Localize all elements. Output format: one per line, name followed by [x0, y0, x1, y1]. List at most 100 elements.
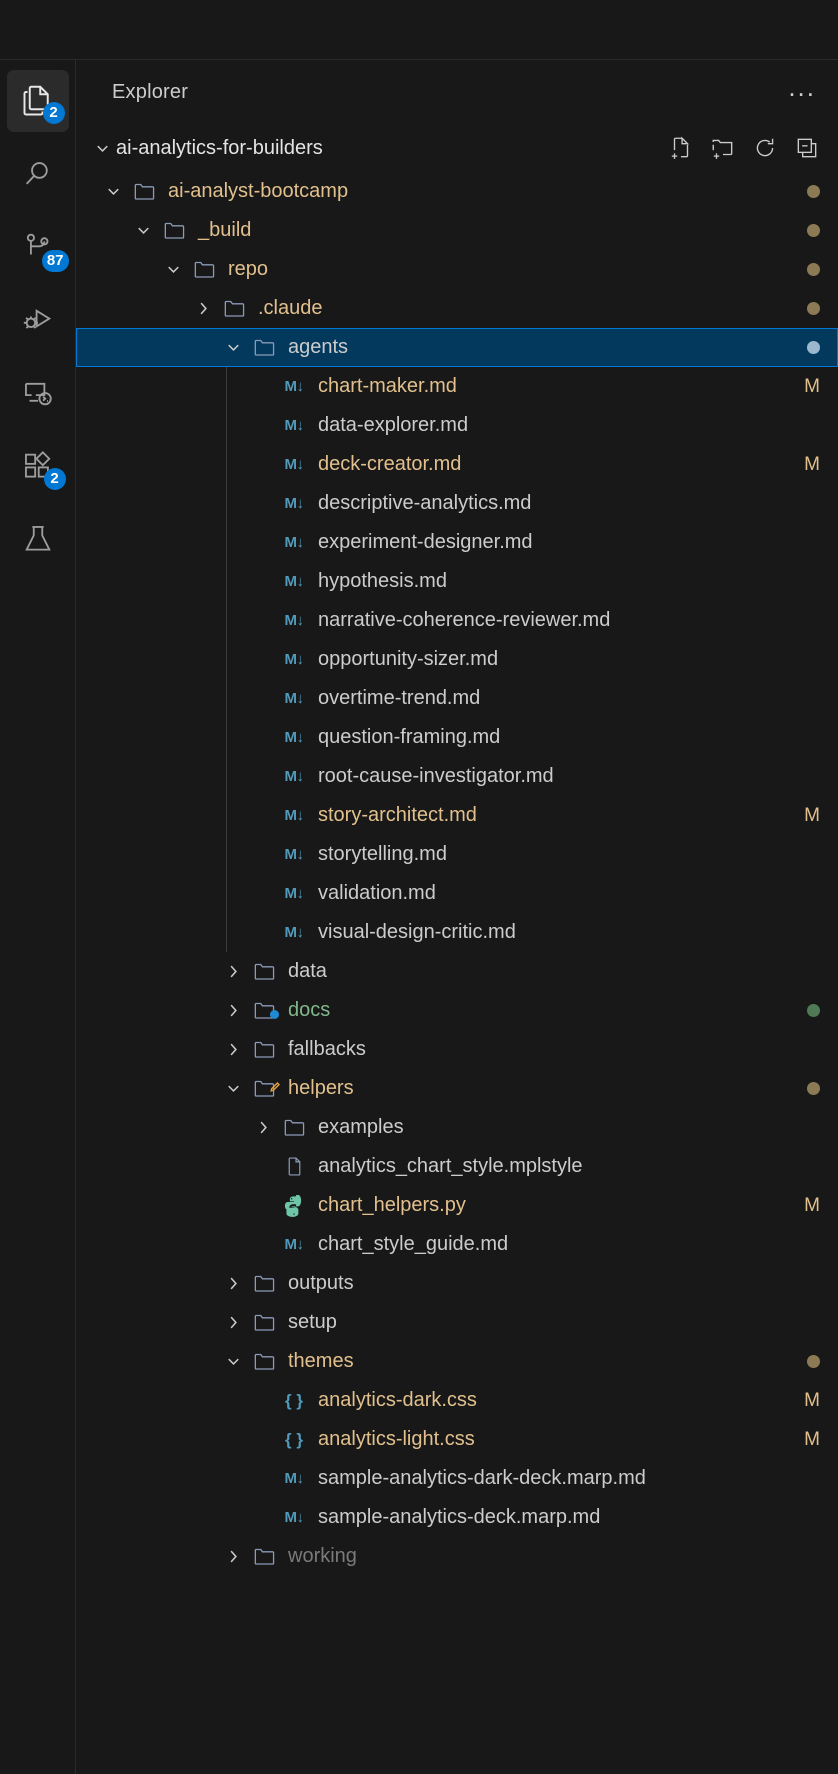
chevron-down-icon[interactable]: [158, 260, 188, 279]
new-folder-icon[interactable]: [710, 135, 736, 161]
sidebar-more-actions-button[interactable]: ...: [788, 72, 816, 102]
sidebar-header: Explorer ...: [76, 60, 838, 124]
chevron-right-icon[interactable]: [218, 1547, 248, 1566]
tree-file-row[interactable]: M↓descriptive-analytics.md: [76, 484, 838, 523]
tree-file-row[interactable]: M↓visual-design-critic.md: [76, 913, 838, 952]
tree-folder-row[interactable]: examples: [76, 1108, 838, 1147]
chevron-right-icon[interactable]: [218, 1313, 248, 1332]
tree-file-label: chart-maker.md: [318, 375, 457, 397]
tree-file-row[interactable]: M↓root-cause-investigator.md: [76, 757, 838, 796]
tree-folder-row[interactable]: fallbacks: [76, 1030, 838, 1069]
tree-file-row[interactable]: analytics_chart_style.mplstyle: [76, 1147, 838, 1186]
tree-file-row[interactable]: M↓data-explorer.md: [76, 406, 838, 445]
tree-file-row[interactable]: M↓sample-analytics-deck.marp.md: [76, 1498, 838, 1537]
tree-file-label: narrative-coherence-reviewer.md: [318, 609, 611, 631]
chevron-down-icon[interactable]: [218, 1079, 248, 1098]
chevron-right-icon[interactable]: [218, 1040, 248, 1059]
activity-item-search[interactable]: [7, 143, 69, 205]
tree-folder-label: examples: [318, 1116, 404, 1138]
tree-folder-row[interactable]: setup: [76, 1303, 838, 1342]
tree-folder-row[interactable]: data: [76, 952, 838, 991]
activity-item-extensions[interactable]: 2: [7, 435, 69, 497]
activity-item-run-and-debug[interactable]: [7, 289, 69, 351]
explorer-root-folder-row[interactable]: ai-analytics-for-builders: [76, 124, 838, 172]
tree-file-label: visual-design-critic.md: [318, 921, 516, 943]
chevron-right-icon[interactable]: [218, 962, 248, 981]
tree-file-row[interactable]: M↓hypothesis.md: [76, 562, 838, 601]
tree-file-label: overtime-trend.md: [318, 687, 481, 709]
folder-icon: [248, 1037, 280, 1062]
tree-file-row[interactable]: M↓validation.md: [76, 874, 838, 913]
tree-file-row[interactable]: M↓sample-analytics-dark-deck.marp.md: [76, 1459, 838, 1498]
folder-icon: [248, 1076, 280, 1101]
markdown-file-icon: M↓: [284, 534, 305, 551]
collapse-all-icon[interactable]: [794, 135, 820, 161]
folder-icon: [248, 335, 280, 360]
tree-folder-row[interactable]: working: [76, 1537, 838, 1576]
git-status-badge: M: [804, 453, 820, 475]
tree-folder-row[interactable]: outputs: [76, 1264, 838, 1303]
activity-item-remote-explorer[interactable]: [7, 362, 69, 424]
tree-folder-row[interactable]: agents: [76, 328, 838, 367]
activity-bar: 2 87: [0, 60, 75, 1774]
chevron-down-icon[interactable]: [218, 1352, 248, 1371]
activity-item-explorer[interactable]: 2: [6, 70, 69, 132]
tree-folder-row[interactable]: ai-analyst-bootcamp: [76, 172, 838, 211]
refresh-icon[interactable]: [752, 135, 778, 161]
extensions-icon: [21, 449, 55, 483]
tree-file-row[interactable]: M↓question-framing.md: [76, 718, 838, 757]
chevron-right-icon[interactable]: [218, 1274, 248, 1293]
chevron-right-icon[interactable]: [218, 1001, 248, 1020]
markdown-file-icon: M↓: [284, 768, 305, 785]
git-status-badge: M: [804, 1389, 820, 1411]
tree-folder-row[interactable]: _build: [76, 211, 838, 250]
git-status-badge: M: [804, 1194, 820, 1216]
markdown-file-icon: M↓: [284, 690, 305, 707]
git-status-dot-icon: [807, 302, 820, 315]
tree-folder-row[interactable]: themes: [76, 1342, 838, 1381]
chevron-down-icon[interactable]: [218, 338, 248, 357]
new-file-icon[interactable]: [668, 135, 694, 161]
chevron-down-icon[interactable]: [98, 182, 128, 201]
git-status-dot-icon: [807, 263, 820, 276]
folder-icon: [248, 1271, 280, 1296]
markdown-file-icon: M↓: [284, 612, 305, 629]
folder-icon: [128, 179, 160, 204]
activity-item-testing[interactable]: [7, 508, 69, 570]
tree-folder-label: repo: [228, 258, 269, 280]
activity-item-source-control[interactable]: 87: [7, 216, 69, 278]
chevron-right-icon[interactable]: [188, 299, 218, 318]
tree-folder-label: agents: [288, 336, 349, 358]
title-bar: [0, 0, 838, 60]
git-status-dot-icon: [807, 1004, 820, 1017]
folder-icon: [278, 1115, 310, 1140]
explorer-root-folder-label: ai-analytics-for-builders: [116, 136, 323, 159]
markdown-file-icon: M↓: [284, 729, 305, 746]
tree-file-row[interactable]: M↓ overtime-trend.md: [76, 679, 838, 718]
tree-folder-label: data: [288, 960, 327, 982]
tree-folder-row[interactable]: helpers: [76, 1069, 838, 1108]
tree-file-label: sample-analytics-deck.marp.md: [318, 1506, 601, 1528]
git-status-dot-icon: [807, 185, 820, 198]
tree-folder-row[interactable]: repo: [76, 250, 838, 289]
tree-file-row[interactable]: M↓ narrative-coherence-reviewer.md: [76, 601, 838, 640]
tree-file-row[interactable]: M↓storytelling.md: [76, 835, 838, 874]
tree-file-row[interactable]: M↓chart_style_guide.md: [76, 1225, 838, 1264]
tree-folder-label: working: [288, 1545, 357, 1567]
chevron-down-icon[interactable]: [128, 221, 158, 240]
git-status-dot-icon: [807, 224, 820, 237]
chevron-right-icon[interactable]: [248, 1118, 278, 1137]
tree-file-row[interactable]: M↓opportunity-sizer.md: [76, 640, 838, 679]
tree-folder-row[interactable]: .claude: [76, 289, 838, 328]
tree-folder-row[interactable]: docs: [76, 991, 838, 1030]
chevron-down-icon[interactable]: [88, 139, 116, 158]
tree-file-row[interactable]: M↓experiment-designer.md: [76, 523, 838, 562]
folder-icon: [248, 959, 280, 984]
